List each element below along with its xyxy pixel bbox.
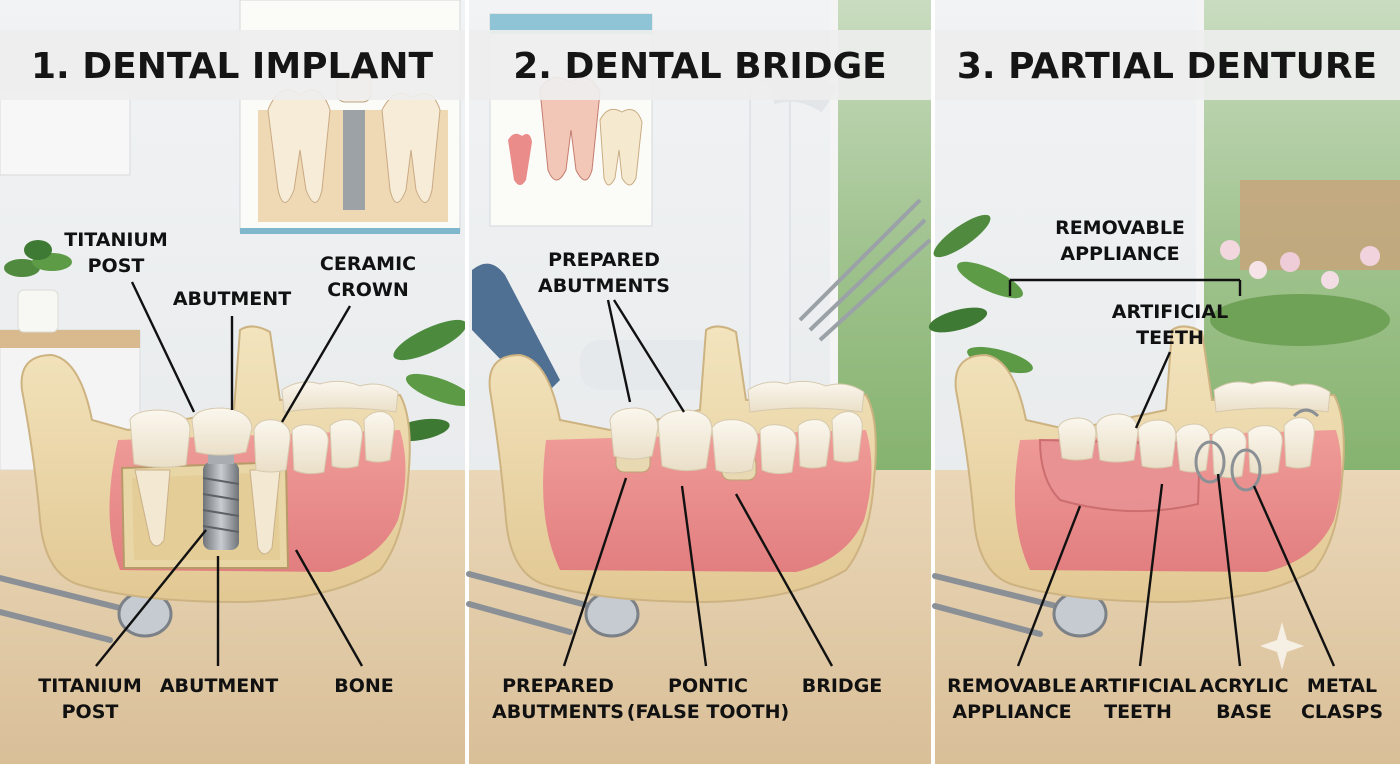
- panel-dental-bridge: 2. DENTAL BRIDGE PREPARED ABUTMENTS PREP…: [466, 0, 932, 764]
- panel-partial-denture: 3. PARTIAL DENTURE REMOVABLE APPLIANCE A…: [928, 0, 1400, 764]
- label-line: BASE: [1216, 701, 1272, 723]
- panel-dental-implant: 1. DENTAL IMPLANT TITANIUM POST ABUTMENT…: [0, 0, 475, 764]
- label-titanium-post-top: TITANIUM POST: [64, 229, 168, 277]
- panel3-title: 3. PARTIAL DENTURE: [957, 46, 1377, 87]
- label-line: BONE: [334, 675, 394, 697]
- panel1-ceramic-crown: [191, 407, 253, 456]
- label-line: ACRYLIC: [1199, 675, 1288, 697]
- label-line: TITANIUM: [38, 675, 142, 697]
- panel-divider-2: [931, 0, 935, 764]
- label-line: TEETH: [1104, 701, 1172, 723]
- label-line: CROWN: [327, 279, 409, 301]
- panel3-plant: [928, 214, 1033, 374]
- label-line: ABUTMENTS: [492, 701, 624, 723]
- label-line: ARTIFICIAL: [1080, 675, 1196, 697]
- panel1-leader-lines: [95, 281, 364, 667]
- label-artificial-teeth-top: ARTIFICIAL TEETH: [1112, 301, 1228, 349]
- label-bone: BONE: [334, 675, 394, 697]
- label-artificial-teeth-bottom: ARTIFICIAL TEETH: [1080, 675, 1196, 723]
- label-ceramic-crown: CERAMIC CROWN: [320, 253, 416, 301]
- label-prepared-abutments-top: PREPARED ABUTMENTS: [538, 249, 670, 297]
- label-line: PREPARED: [502, 675, 614, 697]
- label-removable-appliance-top: REMOVABLE APPLIANCE: [1055, 217, 1185, 265]
- label-abutment-bottom: ABUTMENT: [160, 675, 278, 697]
- panel1-titanium-post: [203, 462, 239, 550]
- panel3-dental-mirror: [932, 573, 1108, 638]
- label-line: PONTIC: [668, 675, 748, 697]
- sparkle-icon: [1260, 622, 1304, 670]
- label-line: (FALSE TOOTH): [627, 701, 789, 723]
- panel3-metal-clasp: [1230, 448, 1262, 492]
- panel3-flowers: [1210, 240, 1390, 346]
- panel3-leader-lines: [1016, 351, 1336, 667]
- panel1-title-bar: [0, 30, 465, 100]
- label-titanium-post-bottom: TITANIUM POST: [38, 675, 142, 723]
- label-line: PREPARED: [548, 249, 660, 271]
- label-removable-appliance-bottom: REMOVABLE APPLIANCE: [947, 675, 1077, 723]
- label-line: POST: [62, 701, 119, 723]
- label-line: ABUTMENTS: [538, 275, 670, 297]
- panel1-jaw-model: [20, 325, 411, 604]
- panel-divider-1: [465, 0, 469, 764]
- panel1-plant-left: [4, 240, 72, 333]
- label-metal-clasps: METAL CLASPS: [1301, 675, 1383, 723]
- panel1-counter-top: [0, 330, 140, 348]
- label-line: CERAMIC: [320, 253, 416, 275]
- panel2-dental-chair: [472, 71, 932, 481]
- panel1-dental-mirror: [0, 575, 173, 643]
- panel2-leader-lines: [562, 299, 834, 667]
- panel2-dental-mirror: [466, 571, 640, 638]
- label-line: BRIDGE: [802, 675, 883, 697]
- panel2-title-bar: [469, 30, 931, 100]
- label-line: CLASPS: [1301, 701, 1383, 723]
- label-line: ABUTMENT: [173, 288, 291, 310]
- panel3-jaw-model: [954, 325, 1345, 604]
- label-line: REMOVABLE: [947, 675, 1077, 697]
- panel1-cabinet: [0, 89, 131, 176]
- label-line: ARTIFICIAL: [1112, 301, 1228, 323]
- panel3-title-bar: [935, 30, 1400, 100]
- label-line: REMOVABLE: [1055, 217, 1185, 239]
- label-line: POST: [88, 255, 145, 277]
- label-pontic: PONTIC (FALSE TOOTH): [627, 675, 789, 723]
- label-line: TEETH: [1136, 327, 1204, 349]
- panel3-artificial-teeth: [1095, 413, 1139, 463]
- panel2-title: 2. DENTAL BRIDGE: [513, 46, 887, 87]
- panel1-title: 1. DENTAL IMPLANT: [31, 46, 433, 87]
- label-line: TITANIUM: [64, 229, 168, 251]
- label-line: APPLIANCE: [952, 701, 1071, 723]
- label-abutment-top: ABUTMENT: [173, 288, 291, 310]
- panel3-metal-clasp: [1194, 440, 1226, 484]
- panel2-bridge: [609, 407, 659, 460]
- label-prepared-abutments-bottom: PREPARED ABUTMENTS: [492, 675, 624, 723]
- label-acrylic-base: ACRYLIC BASE: [1199, 675, 1288, 723]
- panel2-pontic: [657, 409, 713, 472]
- label-line: METAL: [1307, 675, 1377, 697]
- label-bridge: BRIDGE: [802, 675, 883, 697]
- label-line: ABUTMENT: [160, 675, 278, 697]
- panel2-jaw-model: [488, 325, 877, 604]
- label-line: APPLIANCE: [1060, 243, 1179, 265]
- panel3-removable-appliance-bracket: [1008, 278, 1242, 296]
